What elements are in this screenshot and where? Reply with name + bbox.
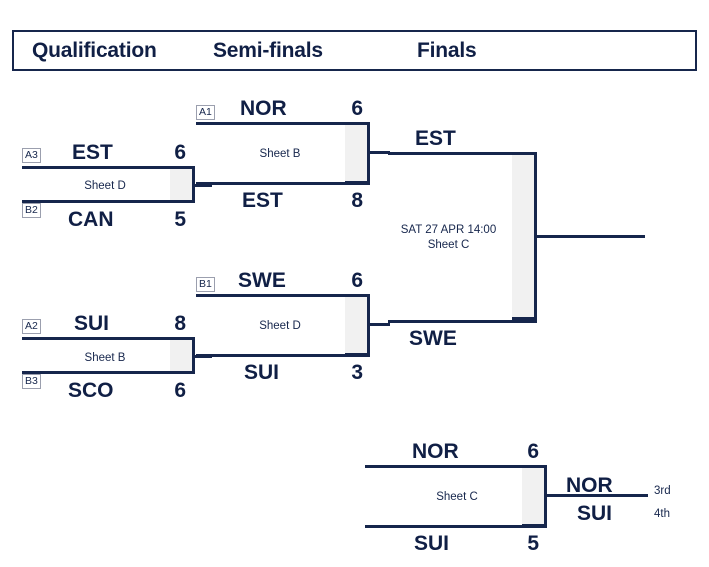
seed-badge-bottom: B2: [22, 203, 41, 218]
match-sheet-label: Sheet D: [259, 320, 301, 332]
match-rail-top: [388, 152, 537, 155]
match-rail-top: [196, 122, 370, 125]
team-score-bottom: 5: [527, 532, 539, 555]
team-score-bottom: 5: [174, 208, 186, 231]
round-label-qualification: Qualification: [32, 38, 157, 62]
team-name-bottom: SCO: [68, 379, 114, 402]
seed-badge-top: A1: [196, 105, 215, 120]
team-score-top: 8: [174, 312, 186, 335]
result-place-third: 3rd: [654, 485, 671, 497]
match-feed-line: [367, 323, 390, 326]
match-rail-top: [22, 337, 195, 340]
team-name-top: EST: [72, 141, 113, 164]
match-sheet-label: Sheet C: [436, 491, 478, 503]
seed-badge-top: A2: [22, 319, 41, 334]
match-rail-bottom: [196, 354, 370, 357]
team-name-top: SWE: [238, 269, 286, 292]
result-team-third: NOR: [566, 474, 613, 497]
team-name-bottom: SUI: [414, 532, 450, 555]
team-score-bottom: 3: [351, 361, 363, 384]
match-sheet-label: Sheet B: [259, 148, 301, 160]
round-label-semifinals: Semi-finals: [213, 38, 323, 62]
team-name-bottom: SUI: [244, 361, 280, 384]
match-sheet-label: Sheet D: [84, 180, 126, 192]
match-rail-top: [22, 166, 195, 169]
match-rail-bottom: [22, 371, 195, 374]
seed-badge-top: B1: [196, 277, 215, 292]
round-header-bar: Qualification Semi-finals Finals: [12, 30, 697, 71]
result-place-fourth: 4th: [654, 508, 670, 520]
match-feed-line: [544, 494, 648, 497]
round-label-finals: Finals: [417, 38, 477, 62]
match-rail-bottom: [365, 525, 547, 528]
team-score-top: 6: [351, 269, 363, 292]
seed-badge-top: A3: [22, 148, 41, 163]
match-sheet-label: Sheet C: [427, 239, 470, 251]
match-rail-top: [196, 294, 370, 297]
match-rail-bottom: [196, 182, 370, 185]
team-name-top: EST: [415, 127, 456, 150]
team-name-top: NOR: [412, 440, 459, 463]
team-score-top: 6: [351, 97, 363, 120]
match-schedule-label: SAT 27 APR 14:00: [400, 224, 497, 236]
team-score-bottom: 8: [351, 189, 363, 212]
seed-badge-bottom: B3: [22, 374, 41, 389]
match-feed-line: [192, 184, 212, 187]
winner-feed-line: [534, 235, 645, 238]
team-score-bottom: 6: [174, 379, 186, 402]
team-name-bottom: CAN: [68, 208, 114, 231]
team-name-bottom: EST: [242, 189, 283, 212]
match-sheet-label: Sheet B: [84, 352, 126, 364]
team-name-top: NOR: [240, 97, 287, 120]
team-score-top: 6: [527, 440, 539, 463]
team-name-bottom: SWE: [409, 327, 457, 350]
result-team-fourth: SUI: [577, 502, 613, 525]
match-feed-line: [367, 151, 390, 154]
match-rail-bottom: [22, 200, 195, 203]
team-score-top: 6: [174, 141, 186, 164]
match-rail-bottom: [388, 320, 537, 323]
team-name-top: SUI: [74, 312, 110, 335]
match-rail-top: [365, 465, 547, 468]
